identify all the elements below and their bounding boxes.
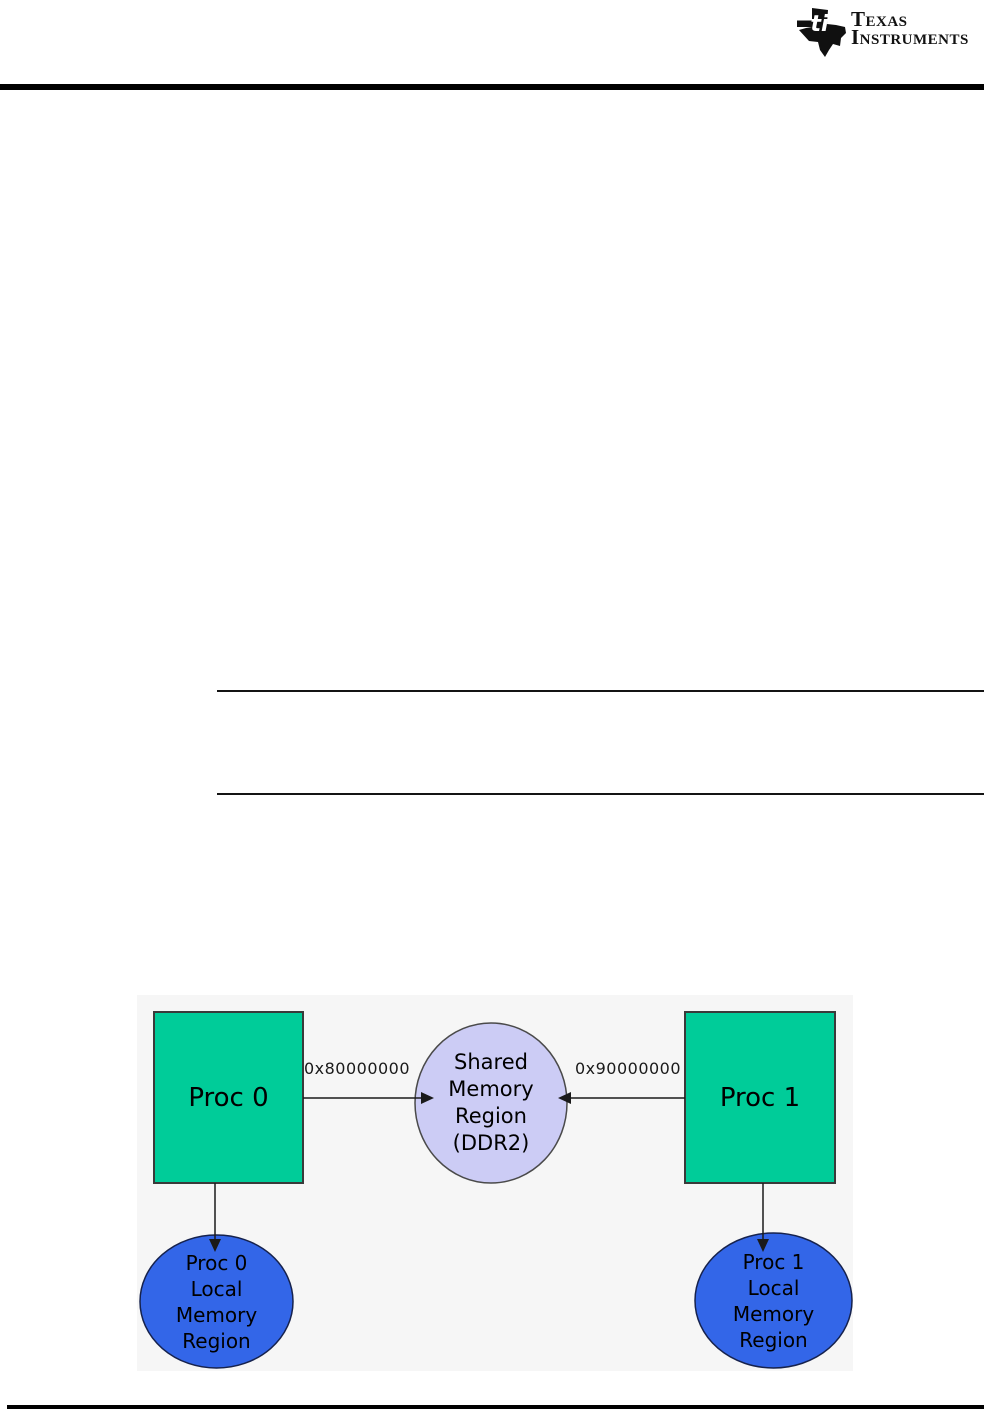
proc1-local-node-label: Proc 1 Local Memory Region [695, 1233, 852, 1368]
proc1-local-ellipse-shape [694, 1232, 853, 1369]
node-label-line: Proc 0 [185, 1250, 248, 1275]
brand-line-instruments: Instruments [851, 25, 969, 49]
node-label-line: Region [182, 1328, 251, 1353]
diagram-shapes [139, 1011, 853, 1369]
node-label-line: Memory [732, 1301, 815, 1326]
node-label-line: (DDR2) [452, 1131, 530, 1155]
proc1-box-shape [684, 1011, 836, 1184]
node-label-line: Proc 1 [742, 1249, 805, 1274]
ti-texas-logo-icon: ti [797, 7, 847, 60]
proc0-node-label: Proc 0 [154, 1012, 303, 1183]
arrow-proc1-to-shared [558, 1092, 685, 1104]
edge-label-0x80000000: 0x80000000 [303, 1059, 411, 1078]
arrow-proc0-to-shared [303, 1092, 434, 1104]
section-rule-top [217, 690, 984, 692]
header-rule [0, 84, 984, 90]
node-label-line: Memory [448, 1077, 534, 1101]
footer-rule [7, 1405, 984, 1409]
node-label-line: Shared [454, 1050, 528, 1074]
node-label-line: Region [455, 1104, 527, 1128]
arrow-proc0-to-local [209, 1183, 221, 1252]
node-label-line: Local [190, 1276, 243, 1301]
proc0-local-node-label: Proc 0 Local Memory Region [140, 1235, 293, 1368]
brand-wordmark: Texas Instruments [851, 7, 969, 49]
svg-text:ti: ti [811, 12, 830, 37]
arrow-proc1-to-local [757, 1183, 769, 1252]
node-label-line: Local [747, 1275, 800, 1300]
shared-memory-diagram: Proc 0 Proc 1 Shared Memory Region (DDR2… [137, 995, 853, 1371]
shared-memory-ellipse-shape [414, 1022, 568, 1184]
node-label-line: Proc 0 [188, 1082, 269, 1113]
proc0-local-ellipse-shape [139, 1234, 294, 1369]
brand-line-texas: Texas [851, 7, 908, 31]
shared-memory-node-label: Shared Memory Region (DDR2) [415, 1023, 567, 1183]
section-rule-bottom [217, 793, 984, 795]
edge-label-0x90000000: 0x90000000 [574, 1059, 682, 1078]
node-label-line: Memory [175, 1302, 258, 1327]
proc1-node-label: Proc 1 [685, 1012, 835, 1183]
node-label-line: Region [739, 1327, 808, 1352]
node-label-line: Proc 1 [719, 1082, 801, 1113]
